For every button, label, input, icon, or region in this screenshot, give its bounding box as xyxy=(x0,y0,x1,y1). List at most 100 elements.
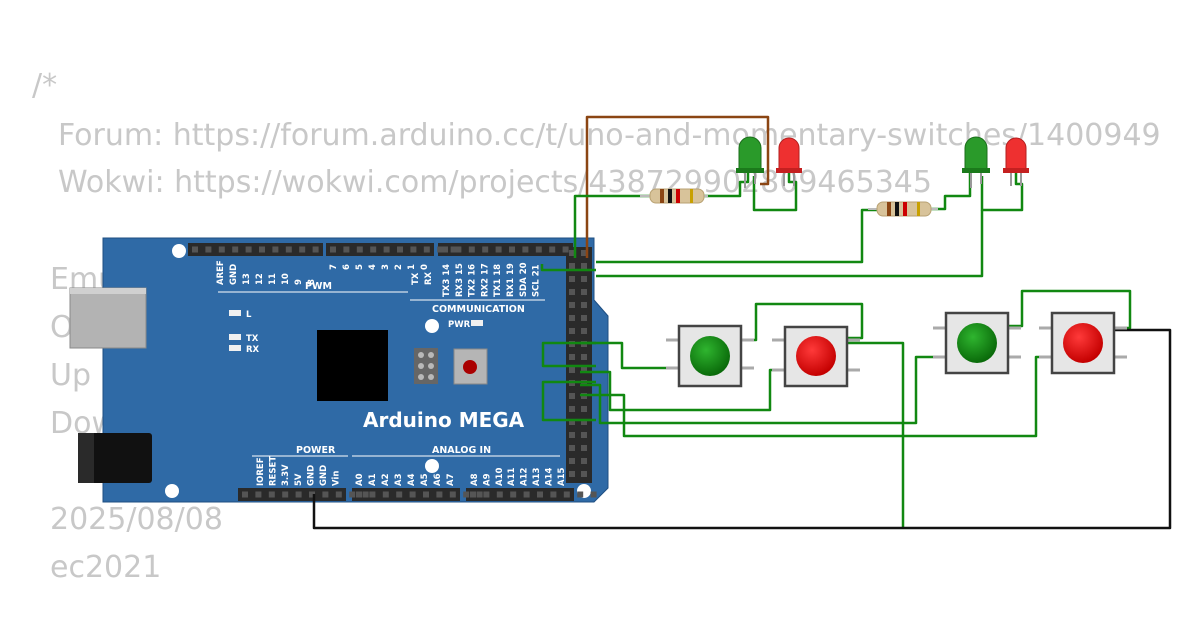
led-red[interactable] xyxy=(776,137,802,186)
pin-hole xyxy=(581,445,587,451)
pin-hole xyxy=(569,406,575,412)
pushbutton-green[interactable] xyxy=(933,311,1021,375)
pin-hole xyxy=(581,471,587,477)
pin-hole xyxy=(581,328,587,334)
pin-label: A1 xyxy=(368,473,378,486)
mount-hole xyxy=(425,459,439,473)
pin-label: A13 xyxy=(532,468,542,486)
pin-hole xyxy=(549,246,556,253)
wire-green xyxy=(845,341,905,528)
pin-hole xyxy=(218,246,225,253)
power-jack xyxy=(78,433,152,483)
pin-label: A5 xyxy=(420,473,430,486)
pin-label: 7 xyxy=(329,264,339,270)
usb-port xyxy=(69,287,147,349)
pushbutton-red[interactable] xyxy=(772,325,860,388)
pin-hole xyxy=(436,491,443,498)
pin-label: A6 xyxy=(433,473,443,486)
pin-label: RESET xyxy=(269,456,279,486)
pin-hole xyxy=(192,246,198,253)
pin-label: A15 xyxy=(557,468,567,486)
wire-green xyxy=(980,170,1024,212)
mount-hole xyxy=(165,484,179,498)
pin-hole xyxy=(282,491,289,498)
pin-label: A0 xyxy=(355,473,365,486)
pin-hole xyxy=(383,246,390,253)
mount-hole xyxy=(425,319,439,333)
led-l xyxy=(229,310,241,316)
comment-line-5: O xyxy=(50,310,74,345)
pin-label: Vin xyxy=(332,471,342,486)
pin-hole xyxy=(205,246,212,253)
comment-author: ec2021 xyxy=(50,550,162,585)
pin-hole xyxy=(410,246,417,253)
pin-hole xyxy=(569,419,575,425)
pin-hole xyxy=(382,491,389,498)
pin-hole xyxy=(369,491,376,498)
pin-hole xyxy=(423,246,430,253)
wires xyxy=(312,115,1172,530)
pin-label: RX2 17 xyxy=(480,263,490,297)
pin-hole xyxy=(581,289,587,295)
resistor[interactable] xyxy=(868,201,938,217)
pin-label: 9 xyxy=(294,279,304,285)
pin-label: A7 xyxy=(446,473,456,486)
wire-green xyxy=(1006,289,1132,330)
pin-label: 4 xyxy=(368,264,378,270)
pin-hole xyxy=(581,406,587,412)
pin-hole xyxy=(581,419,587,425)
pin-hole xyxy=(523,491,530,498)
pin-label: 5 xyxy=(355,264,365,270)
pin-hole xyxy=(522,246,529,253)
pushbutton-green[interactable] xyxy=(666,324,754,388)
pin-hole xyxy=(569,328,575,334)
pin-hole xyxy=(312,246,319,253)
pin-hole xyxy=(581,315,587,321)
header-digital-low xyxy=(326,243,434,256)
pin-hole xyxy=(581,263,587,269)
pin-hole xyxy=(450,246,457,253)
pin-label: RX xyxy=(424,271,434,285)
pin-label: 8 xyxy=(307,279,317,285)
pin-label: A4 xyxy=(407,473,417,486)
comment-open: /* xyxy=(32,68,58,103)
comment-date: 2025/08/08 xyxy=(50,502,223,537)
pin-hole xyxy=(569,302,575,308)
wire-green xyxy=(930,172,972,211)
microcontroller-chip xyxy=(317,330,388,401)
pin-label: A14 xyxy=(544,468,554,486)
pin-hole xyxy=(569,471,575,477)
resistor[interactable] xyxy=(640,188,708,204)
led-red[interactable] xyxy=(1003,137,1029,186)
pin-label: 2 xyxy=(394,264,404,270)
led-green[interactable] xyxy=(962,136,990,188)
pin-label: RX3 15 xyxy=(455,263,465,297)
pin-label: A11 xyxy=(507,468,517,486)
wire-green xyxy=(752,170,798,212)
pin-hole xyxy=(476,491,483,498)
pin-hole xyxy=(550,491,557,498)
pin-hole xyxy=(437,246,444,253)
pin-label: IOREF xyxy=(256,457,266,486)
pin-hole xyxy=(349,491,356,498)
pin-hole xyxy=(569,315,575,321)
wire-green xyxy=(541,341,596,368)
pin-label: 1 xyxy=(407,264,417,270)
wire-green xyxy=(540,264,596,272)
pin-label: 0 xyxy=(420,264,430,270)
pin-hole xyxy=(330,246,336,253)
pin-hole xyxy=(483,491,490,498)
pin-hole xyxy=(569,458,575,464)
pin-hole xyxy=(285,246,292,253)
led-tx-label: TX xyxy=(246,334,259,344)
pin-hole xyxy=(537,491,543,498)
pin-hole xyxy=(581,354,587,360)
arduino-mega-board[interactable]: L TX RX PWR PWM COMMUNICATION POWER ANAL… xyxy=(69,237,609,503)
pushbutton-red[interactable] xyxy=(1039,311,1127,375)
pin-hole xyxy=(455,246,462,253)
pin-hole xyxy=(569,367,575,373)
led-green[interactable] xyxy=(736,136,764,188)
pin-hole xyxy=(535,246,542,253)
pin-hole xyxy=(581,458,587,464)
